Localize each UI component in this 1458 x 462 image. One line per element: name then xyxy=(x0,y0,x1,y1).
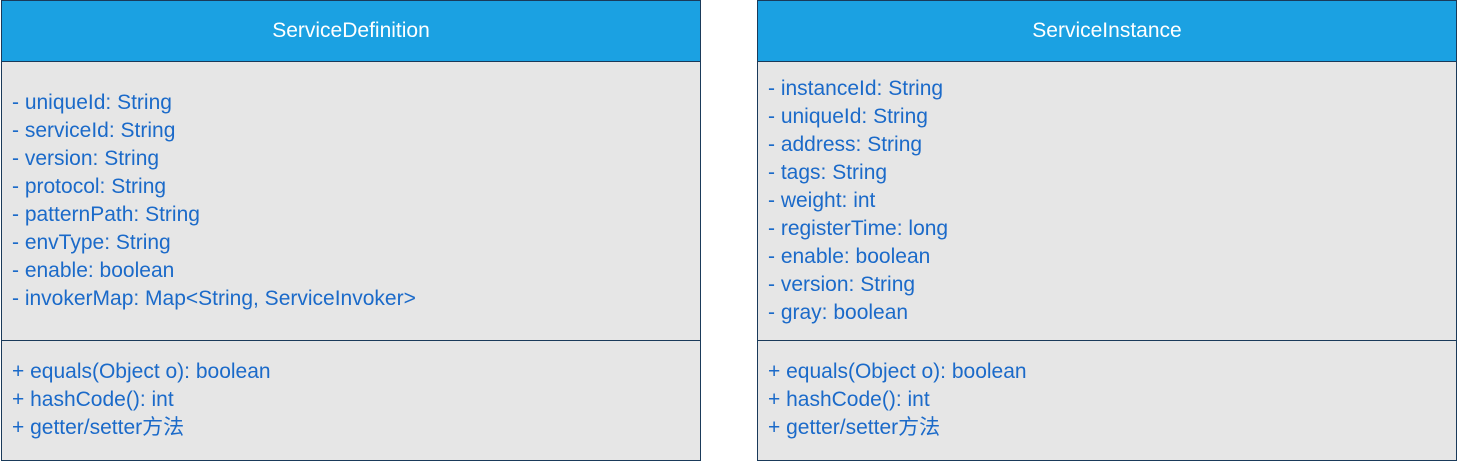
attribute: - address: String xyxy=(768,133,923,156)
attribute: - envType: String xyxy=(12,231,171,254)
attribute: - instanceId: String xyxy=(768,77,944,100)
attribute: - tags: String xyxy=(768,161,888,184)
method-section: + equals(Object o): boolean + hashCode()… xyxy=(758,341,1456,458)
attribute: - serviceId: String xyxy=(12,119,176,142)
attribute: - invokerMap: Map<String, ServiceInvoker… xyxy=(12,287,416,310)
attribute: - uniqueId: String xyxy=(12,91,172,114)
attribute-section: - instanceId: String - uniqueId: String … xyxy=(758,62,1456,341)
attribute-section: - uniqueId: String - serviceId: String -… xyxy=(2,62,700,341)
method: + hashCode(): int xyxy=(768,387,930,411)
class-name: ServiceInstance xyxy=(758,1,1456,62)
attribute: - weight: int xyxy=(768,189,876,212)
method: + hashCode(): int xyxy=(12,387,174,411)
method: + equals(Object o): boolean xyxy=(12,359,271,383)
class-service-definition: ServiceDefinition - uniqueId: String - s… xyxy=(1,0,701,461)
attribute: - patternPath: String xyxy=(12,203,200,226)
attribute: - uniqueId: String xyxy=(768,105,928,128)
method: + equals(Object o): boolean xyxy=(768,359,1027,383)
attribute: - protocol: String xyxy=(12,175,167,198)
attribute: - gray: boolean xyxy=(768,301,909,324)
method-section: + equals(Object o): boolean + hashCode()… xyxy=(2,341,700,458)
class-name: ServiceDefinition xyxy=(2,1,700,62)
method: + getter/setter方法 xyxy=(768,415,941,439)
attribute: - version: String xyxy=(768,273,916,296)
attribute: - registerTime: long xyxy=(768,217,949,240)
class-service-instance: ServiceInstance - instanceId: String - u… xyxy=(757,0,1457,461)
method: + getter/setter方法 xyxy=(12,415,185,439)
attribute: - enable: boolean xyxy=(12,259,175,282)
attribute: - version: String xyxy=(12,147,160,170)
attribute: - enable: boolean xyxy=(768,245,931,268)
